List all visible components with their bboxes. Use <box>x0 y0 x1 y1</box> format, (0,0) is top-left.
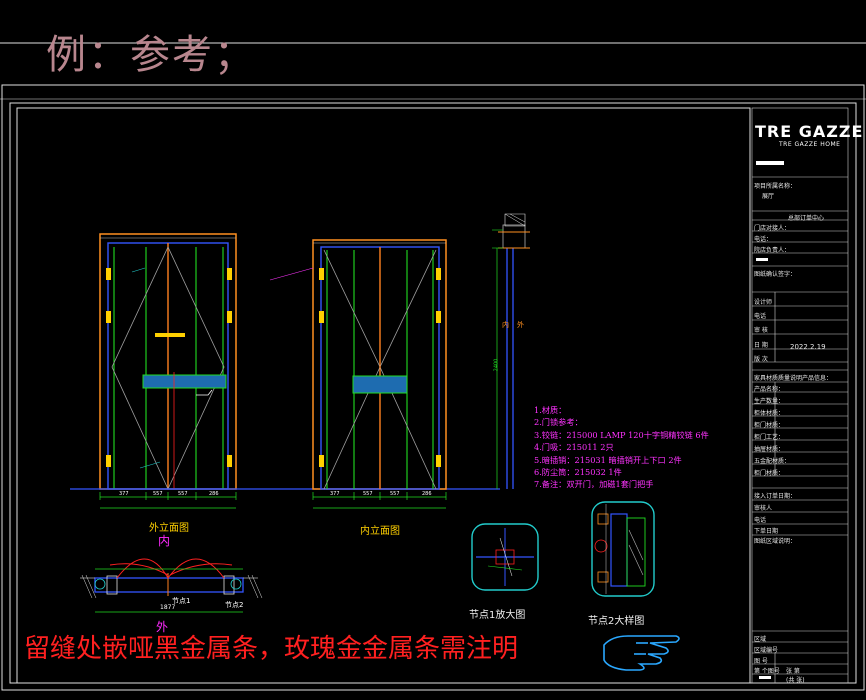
hardware-label: 五金配材质： <box>754 458 791 465</box>
sheet-label: 张 第 <box>786 668 800 675</box>
confirm-sign-label: 图纸确认签字： <box>754 271 797 278</box>
outer-dim-4: 286 <box>209 491 219 497</box>
project-name-label: 项目所属名称： <box>754 183 797 190</box>
plan-total-dim: 1877 <box>160 604 176 611</box>
outer-dim-1: 377 <box>119 491 129 497</box>
node1-tag: 节点1 <box>172 597 191 605</box>
inner-dimensions <box>312 492 447 509</box>
reviewer-label: 审核人 <box>754 505 773 512</box>
pointing-hand-icon <box>603 635 680 671</box>
section-inside-label: 内 <box>502 321 509 329</box>
brand-logo: TRE GAZZE <box>755 122 864 141</box>
note-line-7: 7.备注：双开门，加磁1套门把手 <box>534 479 654 490</box>
order-center: 总部订单中心 <box>788 215 825 222</box>
plan-outside-label: 外 <box>156 620 169 634</box>
note-line-3: 3.铰链：215000 LAMP 120十字铜精铰链 6件 <box>534 429 709 440</box>
node2-tag: 节点2 <box>225 601 244 609</box>
date-value: 2022.2.19 <box>790 343 826 351</box>
sheet-frame <box>0 42 866 691</box>
reference-note-header: 例：参考； <box>46 32 256 78</box>
section-outside-label: 外 <box>517 321 524 329</box>
outer-dimensions <box>99 492 237 509</box>
plan-inside-label: 内 <box>158 534 171 548</box>
inner-elevation-door <box>269 239 447 490</box>
door-process-label: 柜门材质： <box>754 470 785 477</box>
outer-elevation-door <box>99 233 237 490</box>
phone2-label: 电话 <box>754 313 767 320</box>
receive-date-label: 接入订单日期： <box>754 493 797 500</box>
phone3-label: 电话 <box>754 517 767 524</box>
inner-dim-3: 557 <box>390 491 400 497</box>
project-name: 展厅 <box>762 193 775 200</box>
receiver-label: 门店对接人： <box>754 225 791 232</box>
node1-label: 节点1放大图 <box>469 610 526 621</box>
inner-dim-1: 377 <box>330 491 340 497</box>
quantity-label: 生产数量： <box>754 398 785 405</box>
side-section <box>492 213 530 489</box>
version-label: 版 次 <box>754 356 768 363</box>
inner-dim-4: 286 <box>422 491 432 497</box>
brand-logo-sub: TRE GAZZE HOME <box>779 141 841 148</box>
area-label: 区域 <box>754 636 767 643</box>
outer-dim-3: 557 <box>178 491 188 497</box>
outer-elevation-label: 外立面图 <box>149 523 189 534</box>
inner-elevation-label: 内立面图 <box>360 526 400 537</box>
page-no-label: 第 个图号 <box>754 668 780 675</box>
total-label: (共 张) <box>786 677 805 684</box>
door-material-label: 柜门材质： <box>754 422 785 429</box>
title-block-grid <box>751 107 849 684</box>
product-info-label: 家具材质质量说明产品信息： <box>754 375 833 382</box>
note-line-6: 6.防尘筒：215032 1件 <box>534 467 622 478</box>
note-line-4: 4.门吸：215011 2只 <box>534 442 614 453</box>
drawing-confirm-label: 图纸区域说明： <box>754 538 797 545</box>
designer-label: 设计师 <box>754 299 773 306</box>
inner-dim-2: 557 <box>363 491 373 497</box>
note-line-2: 2.门锁参考： <box>534 417 583 428</box>
note-line-1: 1.材质： <box>534 405 567 415</box>
node2-label: 节点2大样图 <box>588 616 645 627</box>
frame-material-label: 柜体材质： <box>754 410 785 417</box>
issue-date-label: 下单日期 <box>754 528 779 535</box>
outer-dim-2: 557 <box>153 491 163 497</box>
review-label: 审 核 <box>754 327 768 334</box>
plan-section <box>80 558 263 613</box>
door-color-label: 柜门工艺： <box>754 434 785 441</box>
manager-label: 院店负责人： <box>754 247 791 254</box>
section-height-dim: 2400 <box>493 358 500 372</box>
metal-strip-note-footer: 留缝处嵌哑黑金属条，玫瑰金金属条需注明 <box>24 634 519 664</box>
note-line-5: 5.暗插销：215031 暗插销开上下口 2件 <box>534 454 682 465</box>
date-label: 日 期 <box>754 342 768 349</box>
drawing-no-label: 图 号 <box>754 658 768 665</box>
phone-label: 电话： <box>754 236 773 243</box>
hardware-notes: 1.材质： 2.门锁参考： 3.铰链：215000 LAMP 120十字铜精铰链… <box>534 404 709 491</box>
node2-detail <box>591 501 655 597</box>
drawer-material-label: 抽屉材质： <box>754 446 785 453</box>
area-name-label: 区域编号 <box>754 647 779 654</box>
product-name-label: 产品名称： <box>754 386 785 393</box>
node1-detail <box>471 523 539 591</box>
